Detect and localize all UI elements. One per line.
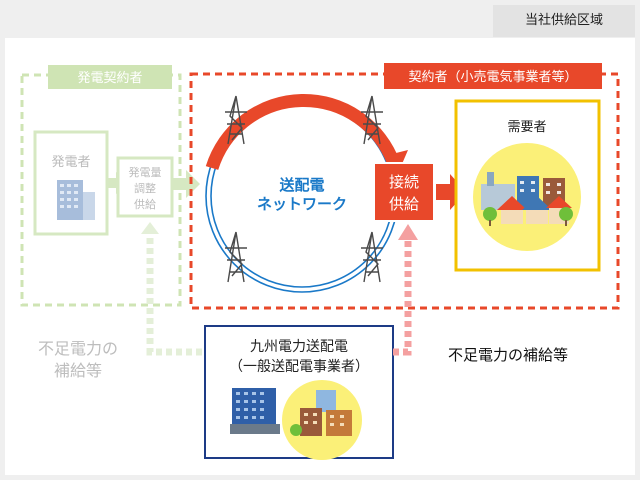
generator-label: 発電者 bbox=[51, 155, 90, 170]
generator-box bbox=[33, 130, 109, 236]
retail-contract-frame bbox=[189, 72, 620, 310]
shortfall-supply-path bbox=[393, 234, 412, 356]
transmission-tower-icon bbox=[225, 231, 247, 283]
office-buildings-icon bbox=[230, 380, 362, 460]
generation-contract-label: 発電契約者 bbox=[77, 71, 142, 86]
consumer-label: 需要者 bbox=[507, 120, 546, 135]
adjustment-line-1: 発電量 bbox=[129, 165, 162, 179]
supply-arrow bbox=[436, 174, 466, 210]
td-operator-line-1: 九州電力送配電 bbox=[250, 339, 348, 355]
faded-shortfall-line-2: 補給等 bbox=[54, 361, 102, 380]
transmission-tower-icon bbox=[361, 95, 383, 145]
connection-line-2: 供給 bbox=[389, 195, 419, 213]
faded-shortfall-line-1: 不足電力の bbox=[38, 339, 118, 358]
connection-supply-box bbox=[373, 162, 435, 222]
shortfall-supply-arrowhead bbox=[398, 224, 418, 240]
adjustment-line-3: 供給 bbox=[134, 197, 156, 211]
retail-contract-tag bbox=[384, 63, 602, 89]
area-label: 当社供給区域 bbox=[493, 5, 635, 37]
transmission-tower-icon bbox=[361, 231, 383, 283]
connection-line-1: 接続 bbox=[389, 173, 419, 191]
shortfall-main-label: 不足電力の補給等 bbox=[448, 346, 568, 364]
gen-arrow-2 bbox=[172, 170, 200, 198]
adjustment-line-2: 調整 bbox=[134, 181, 156, 195]
adjustment-box bbox=[116, 156, 174, 218]
faded-shortfall-arrowhead bbox=[141, 222, 159, 234]
faded-shortfall-path bbox=[146, 228, 205, 356]
network-line-1: 送配電 bbox=[278, 176, 324, 194]
td-operator-line-2: （一般送配電事業者） bbox=[229, 359, 369, 375]
generation-contract-tag bbox=[48, 65, 172, 89]
network-line-2: ネットワーク bbox=[257, 195, 347, 213]
transmission-tower-icon bbox=[225, 95, 247, 145]
generator-building-icon bbox=[57, 180, 95, 220]
town-icon bbox=[473, 143, 581, 251]
retail-contract-label: 契約者（小売電気事業者等） bbox=[408, 69, 577, 85]
